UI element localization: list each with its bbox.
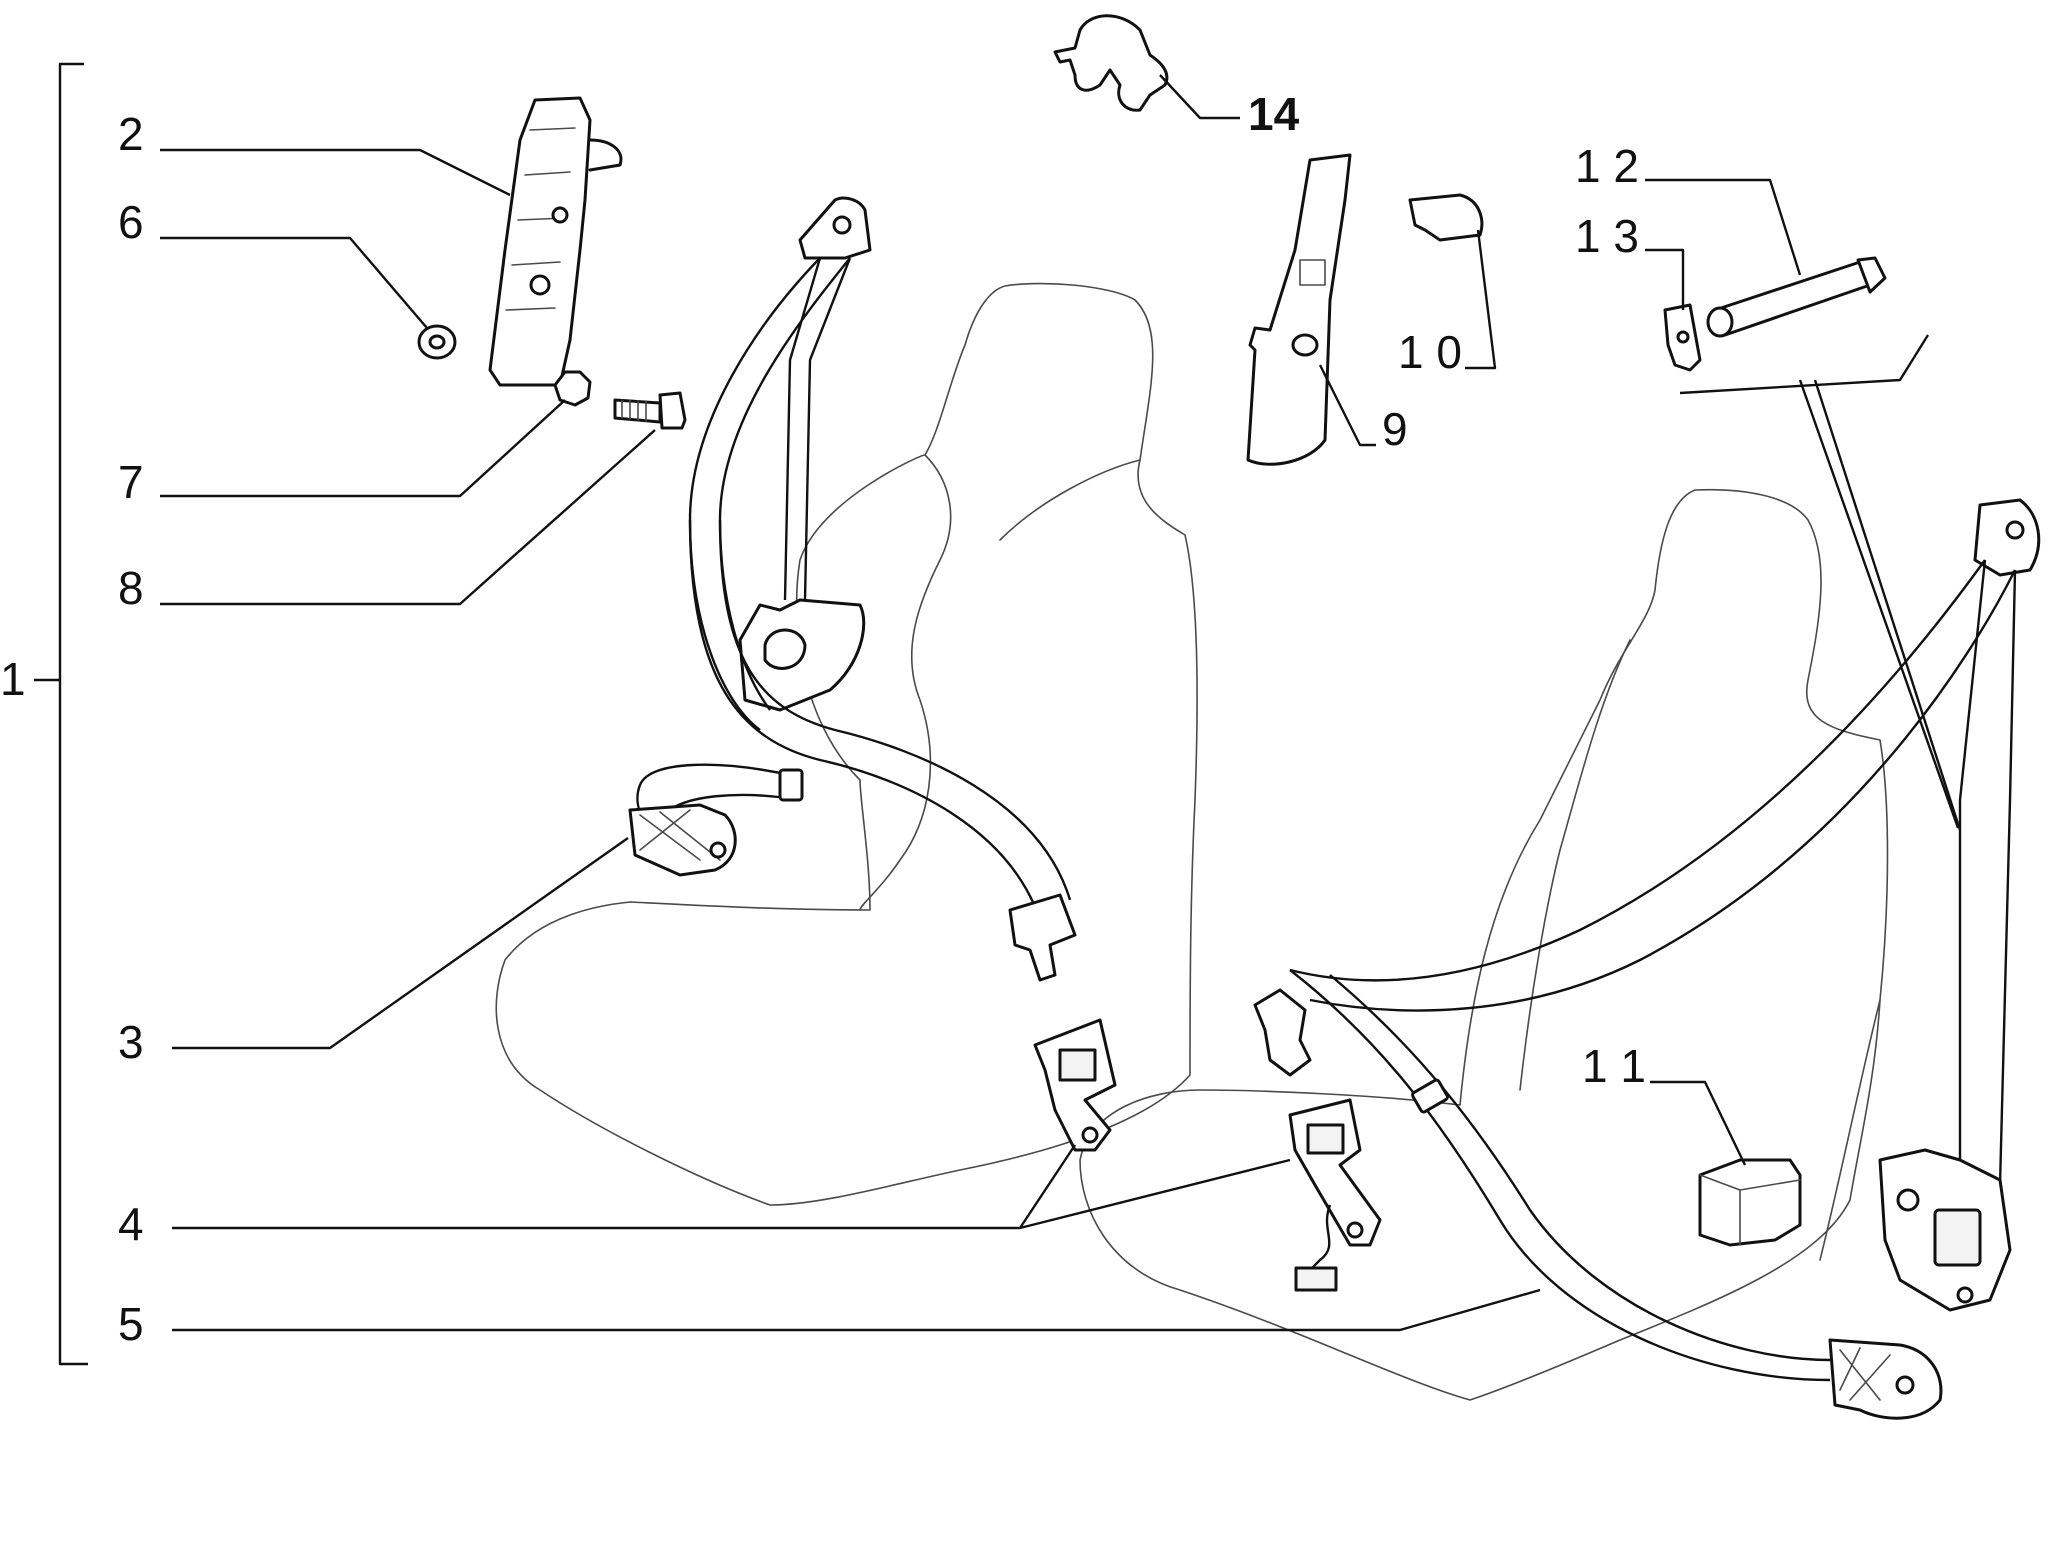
part-8-bolt [613,391,687,430]
left-seat-belt-webbing [628,196,1077,982]
right-seat-outline [1079,488,1889,1401]
callout-12: 1 2 [1575,140,1639,192]
callout-14: 14 [1248,88,1300,140]
part-6-washer [417,324,457,360]
callout-11: 1 1 [1582,1040,1646,1092]
callout-3: 3 [118,1016,144,1068]
part-13-clip-nut [1663,303,1702,372]
part-2-height-adjuster [488,96,623,387]
callout-13: 1 3 [1575,210,1639,262]
callout-7: 7 [118,456,144,508]
callout-labels: 1 2 6 7 8 3 4 5 14 9 1 0 1 2 1 3 1 1 [0,88,1646,1350]
callout-4: 4 [118,1198,144,1250]
part-7-nut [553,370,592,407]
callout-2: 2 [118,108,144,160]
item-1-bracket [34,62,88,1366]
right-seat-belt-webbing [1253,498,2041,1420]
part-10-cap [1408,193,1484,242]
left-seat-outline [495,282,1198,1206]
callout-9: 9 [1382,403,1408,455]
callout-1: 1 [0,653,26,705]
leader-lines [160,74,1962,1332]
part-12-pin [1706,256,1887,338]
right-buckle [1288,1098,1382,1292]
part-14-clip [1053,14,1169,112]
callout-6: 6 [118,196,144,248]
callout-5: 5 [118,1298,144,1350]
part-9-trim [1246,153,1352,466]
callout-8: 8 [118,562,144,614]
callout-10: 1 0 [1398,326,1462,378]
left-buckle [1033,1018,1117,1152]
part-11-cover [1698,1158,1802,1247]
